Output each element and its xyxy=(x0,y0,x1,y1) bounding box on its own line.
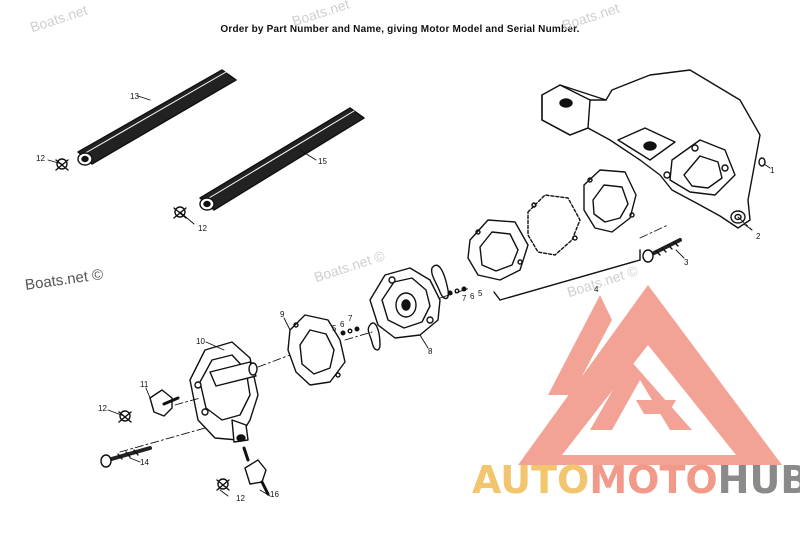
callout-11: 11 xyxy=(140,380,149,389)
clamp-12-bottom xyxy=(216,478,230,491)
callout-3: 3 xyxy=(684,258,689,267)
callout-12-middle: 12 xyxy=(198,224,207,233)
hose-13 xyxy=(77,69,237,166)
hose-15 xyxy=(199,107,365,211)
callout-8: 8 xyxy=(428,347,433,356)
order-instruction: Order by Part Number and Name, giving Mo… xyxy=(220,24,580,35)
callout-7-upper: 7 xyxy=(462,294,467,303)
callout-1: 1 xyxy=(770,166,775,175)
logo-auto: AUTO xyxy=(472,458,590,502)
callout-9: 9 xyxy=(280,310,285,319)
leader-lines xyxy=(47,95,771,497)
clamp-12-upper xyxy=(55,158,69,171)
logo-moto: MOTO xyxy=(589,458,718,502)
spring-pin xyxy=(340,264,467,351)
callout-13: 13 xyxy=(130,92,139,101)
callout-15: 15 xyxy=(318,157,327,166)
washer-1 xyxy=(758,157,766,167)
callout-4: 4 xyxy=(594,285,599,294)
callout-12-lower: 12 xyxy=(98,404,107,413)
screw-14 xyxy=(100,446,152,468)
callout-6-lower: 6 xyxy=(340,320,345,329)
logo-hub: HUB xyxy=(717,458,800,502)
screw-3 xyxy=(642,238,682,263)
pump-cover-10 xyxy=(189,341,259,443)
fitting-11 xyxy=(149,389,180,417)
callout-2: 2 xyxy=(756,232,761,241)
callout-7-lower: 7 xyxy=(348,314,353,323)
elbow-16 xyxy=(242,446,270,496)
callout-5-upper: 5 xyxy=(478,289,483,298)
gasket-9 xyxy=(287,314,346,386)
mounting-bracket xyxy=(541,69,761,229)
logo-wordmark: AUTOMOTOHUB xyxy=(472,458,800,502)
callout-6-upper: 6 xyxy=(470,292,475,301)
clamp-12-lower xyxy=(118,410,132,423)
callout-12-bottom: 12 xyxy=(236,494,245,503)
pump-body-8 xyxy=(369,267,441,339)
gasket-set-4 xyxy=(467,169,641,301)
clamp-12-middle xyxy=(173,206,187,219)
callout-16: 16 xyxy=(270,490,279,499)
callout-10: 10 xyxy=(196,337,205,346)
callout-14: 14 xyxy=(140,458,149,467)
assembly-axis xyxy=(119,216,753,453)
callout-5-lower: 5 xyxy=(332,324,337,333)
callout-12-upper: 12 xyxy=(36,154,45,163)
